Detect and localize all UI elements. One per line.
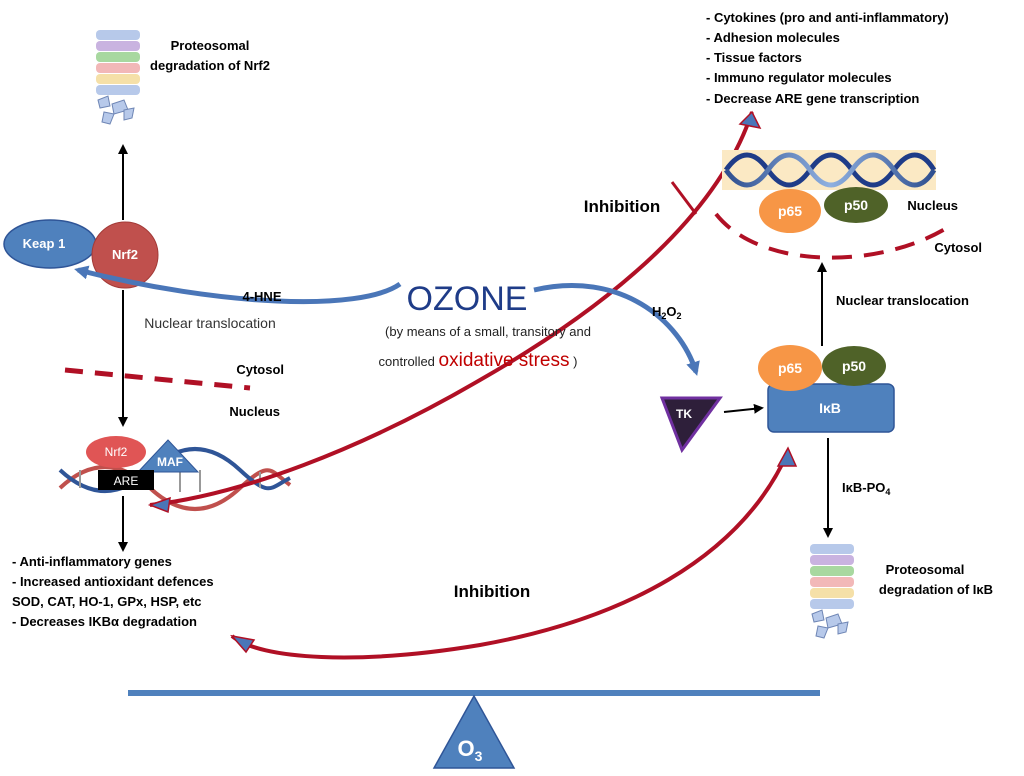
four-hne-label: 4-HNE: [242, 289, 281, 304]
left-effect-2: - Increased antioxidant defences: [12, 574, 214, 589]
ozone-subtitle-close: ): [569, 354, 577, 369]
arrow-tk-to-ikb: [723, 403, 764, 414]
o3-fulcrum-shape: [432, 694, 516, 769]
left-nucleus-label: Nucleus: [229, 404, 280, 419]
proteasome-nrf2-label-2: degradation of Nrf2: [150, 58, 270, 73]
inhibition-arrow-top: [149, 111, 754, 507]
ikb-label: IκB: [819, 400, 841, 416]
inhibition-arrow-top-tail: [147, 496, 171, 514]
right-effect-1: - Cytokines (pro and anti-inflammatory): [706, 10, 949, 25]
ozone-title: OZONE: [407, 280, 528, 318]
nrf2-on-dna-label: Nrf2: [105, 445, 128, 459]
p65-cytosol-label: p65: [778, 360, 802, 376]
left-cytosol-label: Cytosol: [236, 362, 284, 377]
proteasome-ikb-label-2: degradation of IκB: [879, 582, 993, 597]
maf-label: MAF: [157, 455, 183, 469]
p65-nucleus-label: p65: [778, 203, 802, 219]
left-effect-4: - Decreases IKBα degradation: [12, 614, 197, 629]
p50-nucleus-shape: [824, 187, 888, 223]
ozone-subtitle-line2: controlled oxidative stress ): [379, 350, 578, 371]
ozone-subtitle-line1: (by means of a small, transitory and: [385, 324, 591, 339]
inhibition-arrow-bottom-tail: [230, 634, 256, 654]
tk-label: TK: [676, 407, 692, 421]
keap1-label: Keap 1: [23, 236, 66, 251]
right-nuclear-translocation-label: Nuclear translocation: [836, 293, 969, 308]
p65-cytosol-shape: [758, 345, 822, 391]
proteasome-ikb-icon: [810, 544, 854, 639]
right-effect-2: - Adhesion molecules: [706, 30, 840, 45]
left-effect-1: - Anti-inflammatory genes: [12, 554, 172, 569]
inhibition-arrow-bottom: [230, 451, 790, 660]
right-cytosol-label: Cytosol: [934, 240, 982, 255]
right-effect-3: - Tissue factors: [706, 50, 802, 65]
p65-nucleus-shape: [759, 189, 821, 233]
inhibition-arrow-bottom-head: [776, 446, 798, 467]
ikb-po4-label: IκB-PO4: [842, 480, 890, 497]
right-effect-4: - Immuno regulator molecules: [706, 70, 892, 85]
proteasome-nrf2-label-1: Proteosomal: [171, 38, 250, 53]
maf-shape: [136, 439, 200, 473]
p50-cytosol-label: p50: [842, 358, 866, 374]
right-membrane-dashed: [714, 212, 952, 260]
tk-shape: [659, 396, 723, 454]
are-label: ARE: [114, 474, 139, 488]
ozone-subtitle-oxidative-stress: oxidative stress: [439, 350, 570, 371]
left-effect-3: SOD, CAT, HO-1, GPx, HSP, etc: [12, 594, 202, 609]
ikb-shape: [767, 383, 895, 433]
h2o2-label: H2O2: [652, 304, 682, 321]
inhibition-bottom-label: Inhibition: [454, 582, 530, 601]
ozone-subtitle-controlled: controlled: [379, 354, 439, 369]
arrow-ozone-to-keap1: [74, 265, 402, 305]
nrf2-shape: [91, 221, 159, 289]
inhibition-top-label: Inhibition: [584, 197, 660, 216]
nrf2-label: Nrf2: [112, 247, 138, 262]
proteasome-nrf2-icon: [96, 30, 140, 125]
right-nucleus-label: Nucleus: [907, 198, 958, 213]
o3-label: O3: [458, 736, 483, 764]
right-dna-helix: [723, 152, 937, 188]
are-box: [98, 470, 154, 490]
nrf2-on-dna-shape: [86, 436, 146, 468]
left-dna-helix: [58, 447, 292, 511]
p50-nucleus-label: p50: [844, 197, 868, 213]
left-nuclear-translocation-label: Nuclear translocation: [144, 315, 276, 331]
proteasome-ikb-label-1: Proteosomal: [886, 562, 965, 577]
inhibition-top-bar: [670, 181, 698, 215]
left-membrane-dashed: [64, 367, 251, 391]
inhibition-arrow-top-head: [738, 110, 762, 130]
right-effect-5: - Decrease ARE gene transcription: [706, 91, 919, 106]
p50-cytosol-shape: [822, 346, 886, 386]
arrow-ozone-to-tk: [533, 283, 700, 376]
balance-beam: [128, 690, 820, 696]
